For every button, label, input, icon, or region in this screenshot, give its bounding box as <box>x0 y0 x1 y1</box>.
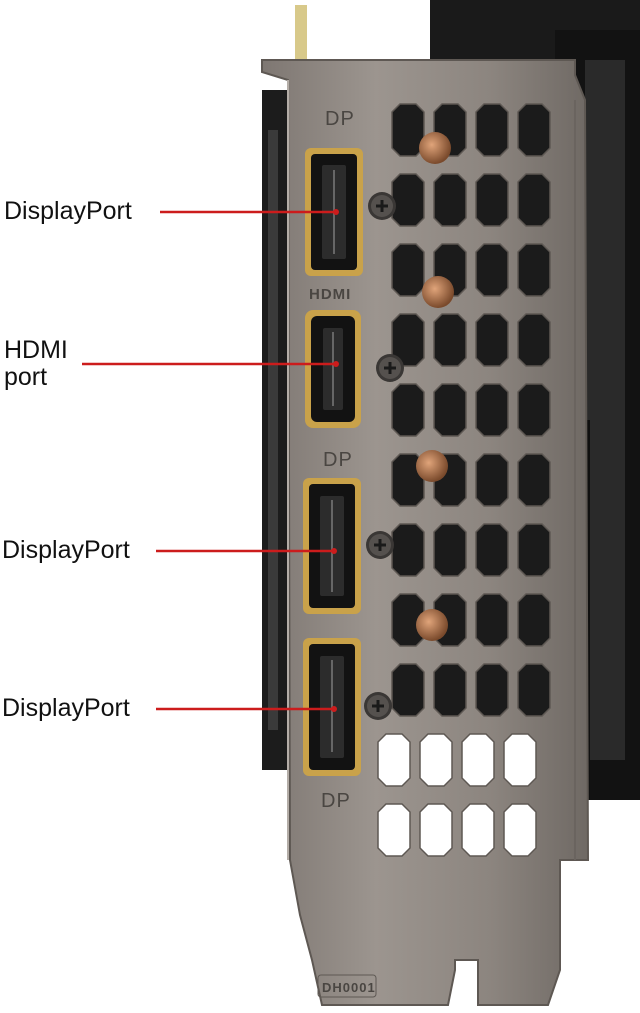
engraving-dp-top: DP <box>325 108 355 130</box>
vent-hole <box>377 733 411 787</box>
vent-hole <box>475 453 509 507</box>
vent-hole <box>475 173 509 227</box>
vent-hole <box>475 383 509 437</box>
screw-4 <box>364 692 392 720</box>
vent-hole <box>517 383 551 437</box>
vent-hole <box>433 663 467 717</box>
leader-dot-displayport-3 <box>331 706 337 712</box>
vent-hole <box>461 733 495 787</box>
engraving-dp-bottom: DP <box>321 790 351 812</box>
vent-hole <box>433 173 467 227</box>
leader-dot-displayport-1 <box>333 209 339 215</box>
vent-hole <box>419 733 453 787</box>
vent-hole <box>391 523 425 577</box>
vent-hole <box>475 523 509 577</box>
vent-hole <box>391 243 425 297</box>
vent-hole <box>475 243 509 297</box>
vent-hole <box>475 313 509 367</box>
vent-hole <box>433 313 467 367</box>
vent-hole <box>377 803 411 857</box>
callout-hdmi-line1: HDMI <box>4 336 68 364</box>
vent-hole <box>517 453 551 507</box>
vent-hole <box>517 593 551 647</box>
leader-dot-hdmi <box>333 361 339 367</box>
callout-displayport-1: DisplayPort <box>4 197 132 225</box>
vent-hole <box>517 103 551 157</box>
callout-displayport-2: DisplayPort <box>2 536 130 564</box>
vent-hole <box>517 173 551 227</box>
vent-hole <box>391 383 425 437</box>
bracket-top-tab <box>295 5 307 65</box>
callout-hdmi-port: HDMI port <box>4 337 68 391</box>
engraving-dp-mid: DP <box>323 449 353 471</box>
engraving-hdmi: HDMI <box>309 286 351 303</box>
callout-displayport-3: DisplayPort <box>2 694 130 722</box>
vent-hole <box>475 593 509 647</box>
vent-hole <box>517 313 551 367</box>
screw-1 <box>368 192 396 220</box>
displayport-2 <box>303 478 361 614</box>
vent-hole <box>461 803 495 857</box>
vent-hole <box>433 523 467 577</box>
engraving-part-number: DH0001 <box>322 980 376 995</box>
vent-hole <box>517 243 551 297</box>
vent-hole <box>517 663 551 717</box>
vent-cutouts <box>377 103 551 857</box>
vent-hole <box>475 663 509 717</box>
leader-lines <box>82 209 339 712</box>
leader-dot-displayport-2 <box>331 548 337 554</box>
screw-3 <box>366 531 394 559</box>
vent-hole <box>419 803 453 857</box>
vent-hole <box>517 523 551 577</box>
vent-hole <box>391 173 425 227</box>
vent-hole <box>475 103 509 157</box>
vent-hole <box>391 453 425 507</box>
heatpipes <box>416 132 454 641</box>
screw-2 <box>376 354 404 382</box>
vent-hole <box>391 663 425 717</box>
vent-hole <box>503 733 537 787</box>
vent-hole <box>503 803 537 857</box>
callout-hdmi-line2: port <box>4 363 48 391</box>
vent-hole <box>433 383 467 437</box>
hdmi-port <box>305 310 361 428</box>
